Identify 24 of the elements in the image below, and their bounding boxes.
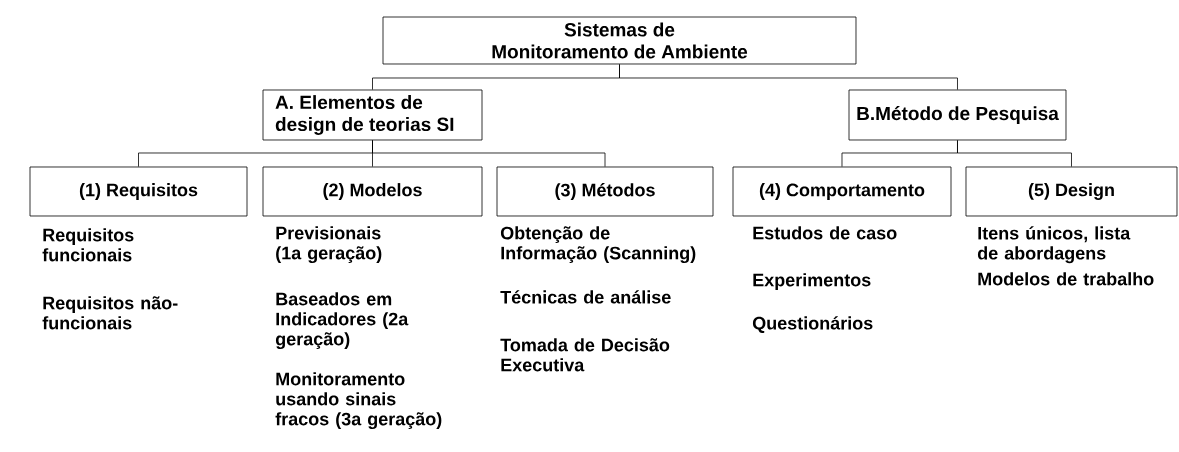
connector-line [619,64,958,90]
item-text: Experimentos [753,273,871,290]
item-text: Monitoramento usando sinais fracos (3a geração) [275,372,442,430]
item-text: Modelos de trabalho [978,272,1154,286]
item-text: Requisitos não-funcionais [42,296,178,330]
connector-line [372,140,606,167]
item-text: Requisitos funcionais [42,228,134,262]
item-text: Itens únicos, lista de abordagens [977,226,1131,264]
item-text: Técnicas de análise [500,290,671,304]
item-text: Questionários [752,316,873,333]
connector-line [957,140,1072,167]
item-text: Tomada de Decisão Executiva [500,338,670,372]
box: (1) Requisitos [29,166,248,217]
item-text: Obtenção de Informação (Scanning) [500,226,696,264]
box: (2) Modelos [262,166,483,217]
item-text: Previsionais (1a geração) [276,226,382,264]
box: Sistemas de Monitoramento de Ambiente [382,16,857,65]
item-text: Baseados em Indicadores (2a geração) [275,292,409,350]
box: B.Método de Pesquisa [848,89,1067,141]
box: A. Elementos de design de teorias SI [262,89,483,141]
item-text: Estudos de caso [753,226,897,240]
box: (5) Design [965,166,1178,217]
box: (4) Comportamento [732,166,952,217]
box: (3) Métodos [496,166,714,217]
